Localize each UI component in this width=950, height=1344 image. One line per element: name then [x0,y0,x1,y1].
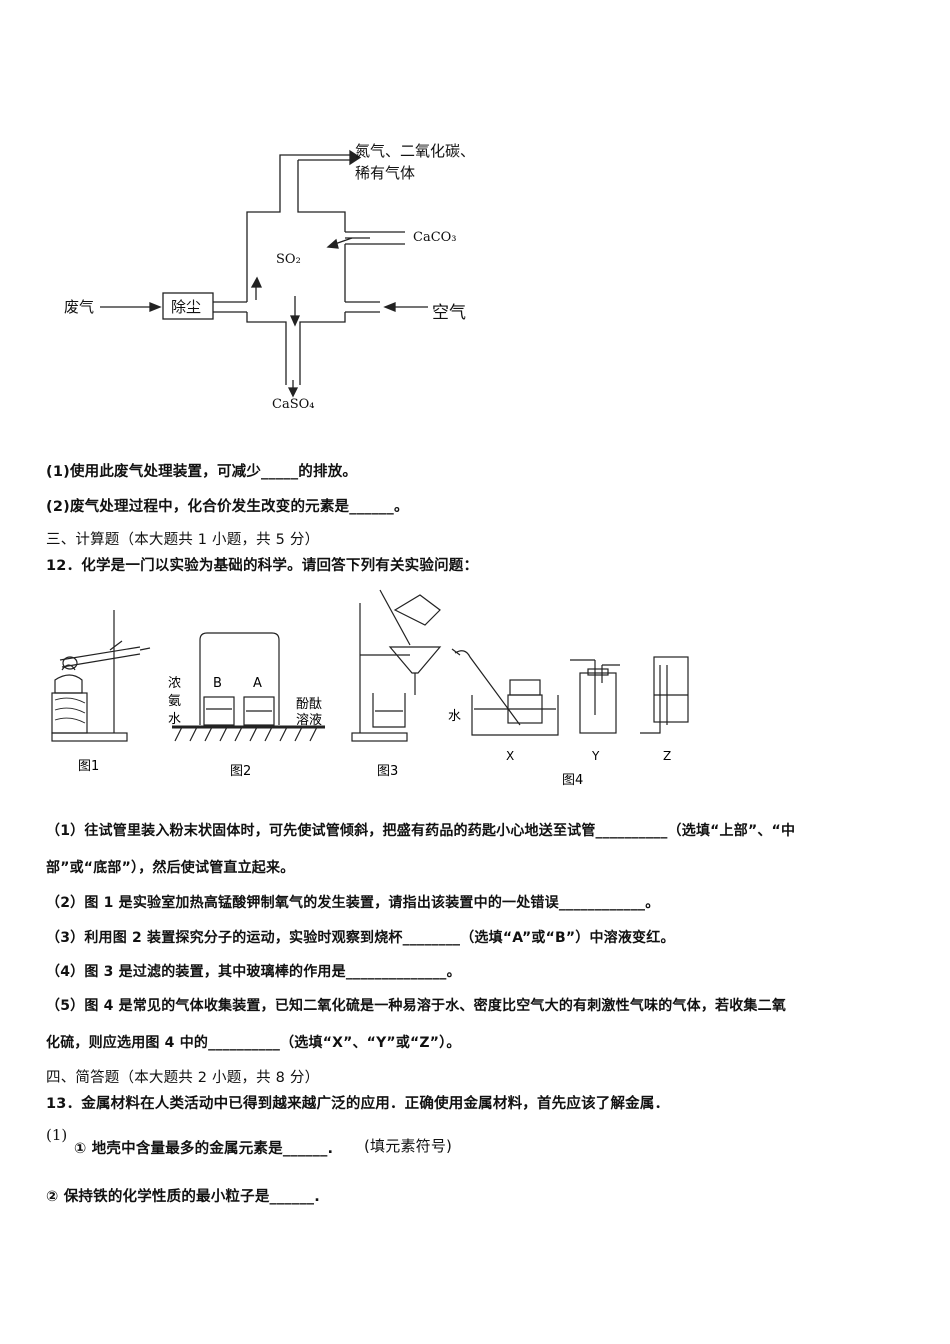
section4-heading: 四、简答题（本大题共 2 小题，共 8 分） [46,1070,320,1086]
figure2-apparatus [172,632,325,742]
figure2-left-label-2: 氨 [168,694,181,709]
figure4-y-label: Y [591,749,600,763]
section3-heading: 三、计算题（本大题共 1 小题，共 5 分） [46,532,320,548]
figure2-left-label-3: 水 [168,712,181,727]
figure4-label: 图4 [562,773,583,788]
air-label: 空气 [432,303,466,323]
q13-sub1: ① 地壳中含量最多的金属元素是______. [74,1141,334,1157]
q13-sub2: ② 保持铁的化学性质的最小粒子是______. [46,1189,320,1205]
dust-removal-label: 除尘 [171,298,202,316]
caco3-label: CaCO₃ [413,230,457,245]
figure4-water-label: 水 [448,709,461,724]
waste-gas-label: 废气 [64,298,95,316]
figure2-left-label-1: 浓 [168,676,181,691]
figure2-beaker-b: B [213,676,222,691]
experiment-figures-svg: 图1 图2 图3 图4 浓 氨 水 B A 酚酞 溶液 水 X Y Z [51,589,689,788]
q13-sub1-hint: (填元素符号) [364,1137,453,1155]
output-gases-line1: 氮气、二氧化碳、 [355,142,476,160]
figure3-label: 图3 [377,764,398,779]
q12-part1-line1: （1）往试管里装入粉末状固体时，可先使试管倾斜，把盛有药品的药匙小心地送至试管_… [46,823,796,839]
q13-stem: 13．金属材料在人类活动中已得到越来越广泛的应用．正确使用金属材料，首先应该了解… [46,1096,670,1112]
q13-part-marker: (1) [46,1126,68,1144]
q12-part4: （4）图 3 是过滤的装置，其中玻璃棒的作用是______________。 [46,964,461,980]
q12-part5-line1: （5）图 4 是常见的气体收集装置，已知二氧化硫是一种易溶于水、密度比空气大的有… [46,998,787,1014]
figure4-z-label: Z [663,749,671,763]
experiment-figures: 图1 图2 图3 图4 浓 氨 水 B A 酚酞 溶液 水 X Y Z [0,585,950,800]
figure4-x-label: X [506,749,514,763]
q11-part1: (1)使用此废气处理装置，可减少_____的排放。 [46,464,358,480]
q12-stem: 12．化学是一门以实验为基础的科学。请回答下列有关实验问题： [46,558,479,574]
figure1-label: 图1 [78,759,99,774]
figure2-right-label-1: 酚酞 [296,697,322,712]
q12-part3: （3）利用图 2 装置探究分子的运动，实验时观察到烧杯________（选填“A… [46,930,675,946]
figure2-label: 图2 [230,764,251,779]
q12-part1-line2: 部”或“底部”），然后使试管直立起来。 [46,860,295,876]
figure2-beaker-a: A [253,676,262,691]
q12-part5-line2: 化硫，则应选用图 4 中的__________（选填“X”、“Y”或“Z”）。 [46,1035,461,1051]
figure1-apparatus [51,610,151,742]
output-gases-line2: 稀有气体 [355,164,416,182]
so2-label: SO₂ [276,252,301,267]
process-diagram-svg [100,149,428,398]
q11-part2: (2)废气处理过程中，化合价发生改变的元素是______。 [46,499,409,515]
process-diagram: 废气 除尘 氮气、二氧化碳、 稀有气体 CaCO₃ SO₂ 空气 CaSO₄ [0,0,950,430]
figure3-apparatus [351,589,442,742]
figure4-apparatus [451,648,689,736]
caso4-label: CaSO₄ [272,397,315,412]
figure2-right-label-2: 溶液 [296,713,322,728]
q12-part2: （2）图 1 是实验室加热高锰酸钾制氧气的发生装置，请指出该装置中的一处错误__… [46,895,660,911]
